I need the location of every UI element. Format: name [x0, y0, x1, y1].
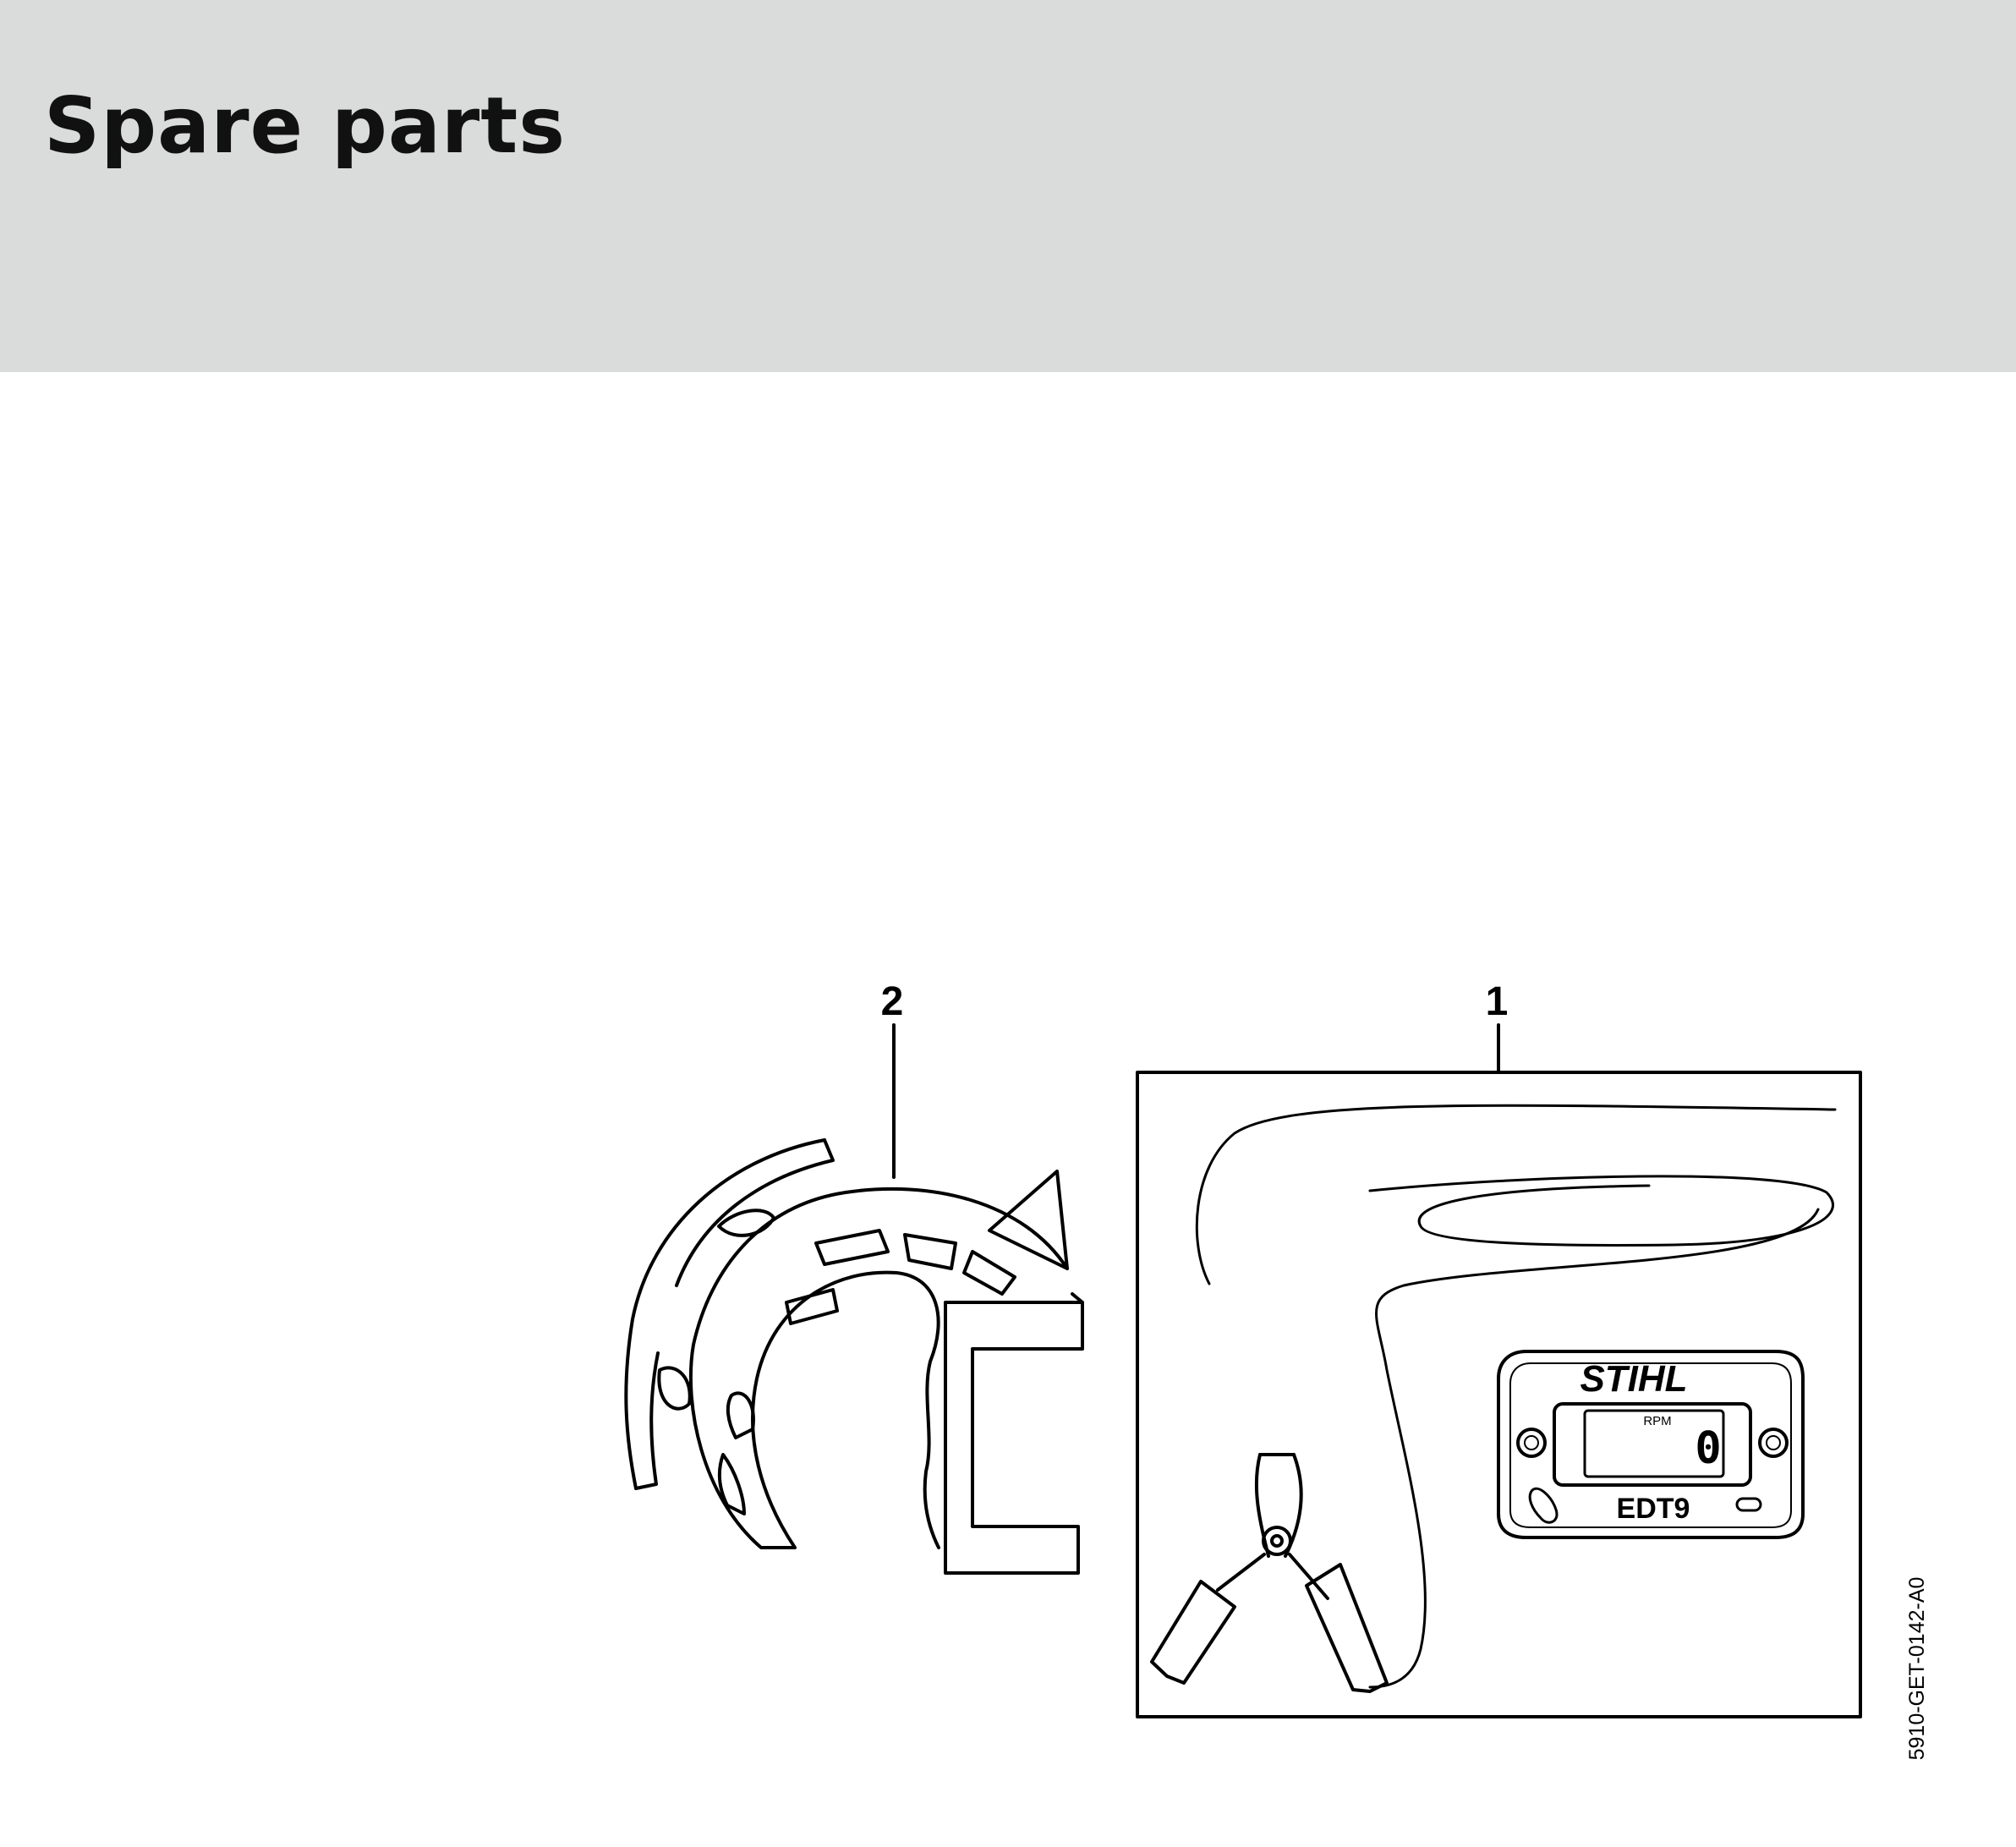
wire-top	[1195, 1104, 1837, 1285]
lcd-screen	[1583, 1409, 1725, 1478]
part-1-frame	[1136, 1071, 1862, 1718]
wire-grommet	[1528, 1487, 1559, 1524]
wire-loop	[1368, 1175, 1834, 1247]
rpm-label: RPM	[1643, 1414, 1671, 1428]
header-band: Spare parts	[0, 0, 2016, 372]
alligator-clip	[1150, 1453, 1389, 1693]
tachometer-unit: STIHL RPM 0 EDT9	[1497, 1350, 1805, 1539]
part-2-tool	[624, 1138, 1084, 1575]
part-1-kit: STIHL RPM 0 EDT9	[1136, 1071, 1862, 1718]
reference-code: 5910-GET-0142-A0	[1905, 1577, 1929, 1761]
callout-1: 1	[1486, 979, 1509, 1024]
indicator-slot	[1735, 1497, 1762, 1512]
page-title: Spare parts	[44, 80, 567, 171]
lcd-bezel	[1553, 1402, 1752, 1487]
mount-hole-right	[1758, 1428, 1789, 1458]
tachometer-housing	[1497, 1350, 1805, 1539]
model-label: EDT9	[1617, 1493, 1690, 1525]
wire-to-clip	[1368, 1208, 1820, 1689]
lcd-reading: 0	[1695, 1423, 1721, 1474]
stihl-logo: STIHL	[1580, 1358, 1687, 1400]
callout-2: 2	[881, 979, 904, 1024]
mount-hole-left	[1516, 1428, 1547, 1458]
